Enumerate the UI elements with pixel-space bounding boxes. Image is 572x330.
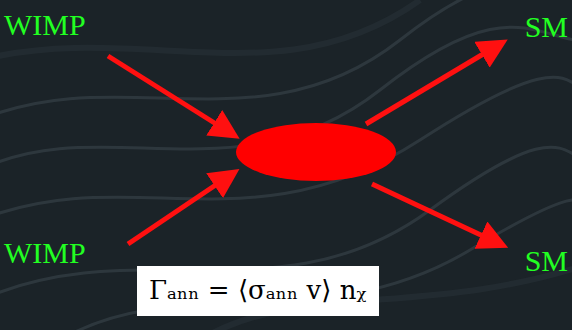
particle-label: WIMP (4, 8, 86, 41)
particle-label: WIMP (4, 236, 86, 269)
particle-label: SM (525, 244, 568, 277)
particle-label: SM (525, 10, 568, 43)
formula-box: Γₐₙₙ = ⟨σₐₙₙ v⟩ nᵪ (137, 266, 379, 316)
interaction-blob (236, 123, 396, 181)
process-arrows (108, 44, 500, 244)
formula-text: Γₐₙₙ = ⟨σₐₙₙ v⟩ nᵪ (149, 275, 366, 306)
